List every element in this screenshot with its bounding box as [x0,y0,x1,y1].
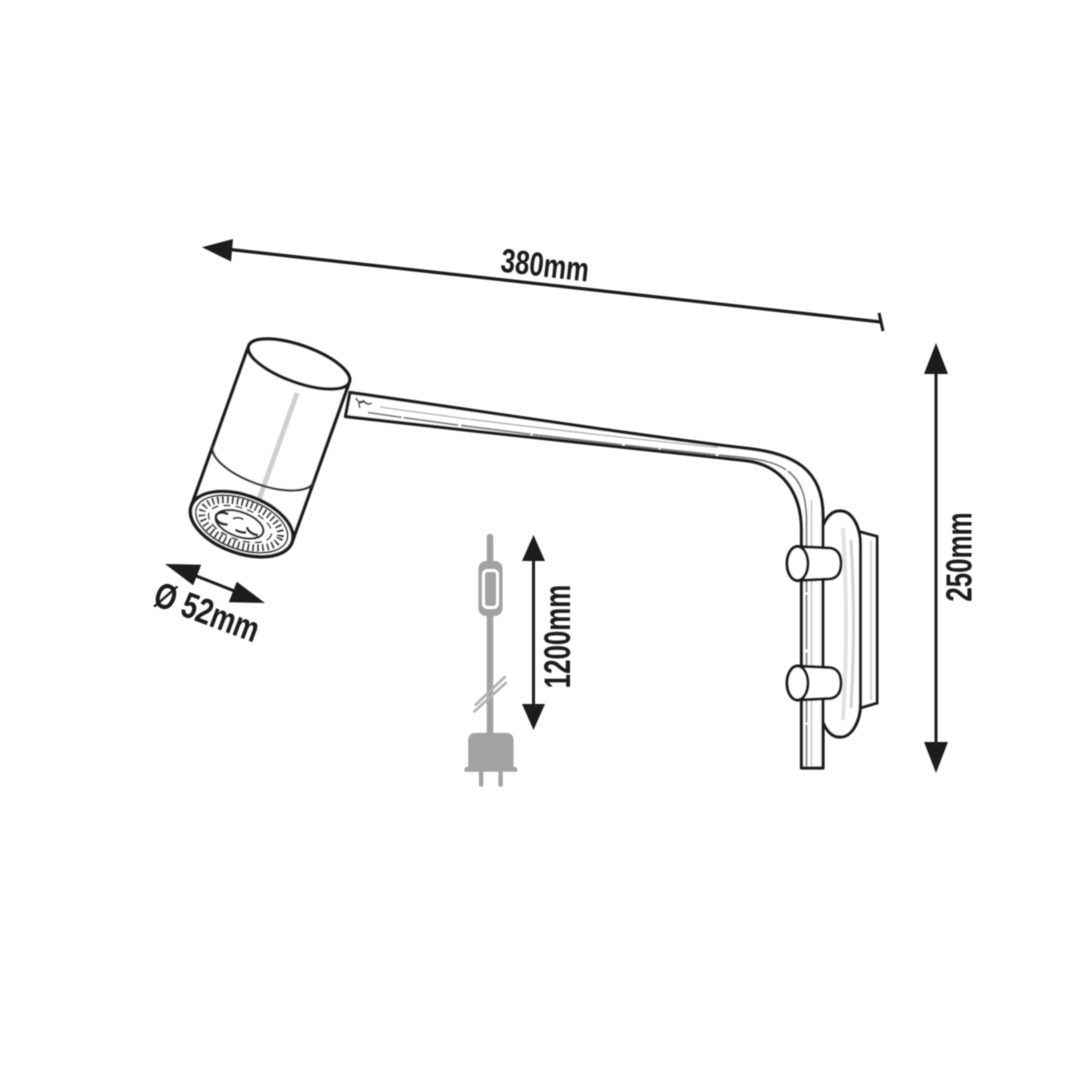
svg-text:1200mm: 1200mm [537,585,579,689]
svg-text:250mm: 250mm [939,512,979,601]
